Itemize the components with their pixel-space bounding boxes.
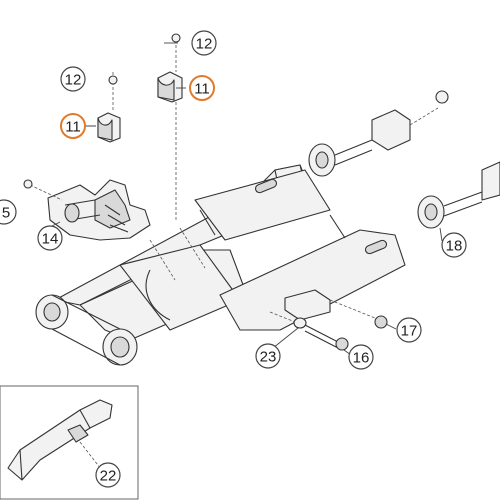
screw-icon — [171, 33, 181, 43]
nut-icon — [435, 90, 449, 104]
callout-circle — [441, 232, 467, 258]
callout-circle — [191, 30, 217, 56]
callout-label: 5 — [2, 205, 10, 222]
callout-label: 14 — [42, 231, 59, 248]
callout-12-upper: 12 — [191, 30, 217, 56]
bolt-head-icon — [335, 337, 349, 351]
callout-circle-highlight — [60, 113, 86, 139]
callout-circle — [37, 225, 63, 251]
callout-17: 17 — [396, 317, 422, 343]
cable-clip-right — [157, 33, 183, 220]
callout-18: 18 — [441, 232, 467, 258]
callout-23: 23 — [255, 343, 281, 369]
callout-5: 5 — [0, 199, 17, 225]
callout-circle — [60, 66, 86, 92]
callout-circle — [396, 317, 422, 343]
callout-12-left: 12 — [60, 66, 86, 92]
callout-label: 11 — [194, 81, 210, 98]
bolt-icon — [23, 179, 33, 189]
callout-circle-highlight — [189, 75, 215, 101]
callout-11-left: 11 — [60, 113, 86, 139]
cable-clip-left — [97, 72, 121, 143]
callout-label: 22 — [100, 468, 117, 485]
callout-16: 16 — [348, 344, 374, 370]
callout-label: 23 — [260, 349, 277, 366]
screw-icon — [108, 75, 118, 85]
callout-circle — [95, 462, 121, 488]
callout-14: 14 — [37, 225, 63, 251]
callout-label: 17 — [401, 323, 418, 340]
callout-11-upper: 11 — [189, 75, 215, 101]
detail-inset — [0, 385, 139, 500]
lower-bracket — [269, 289, 388, 351]
swingarm — [35, 164, 406, 366]
callout-circle — [0, 199, 17, 225]
callout-22: 22 — [95, 462, 121, 488]
chain-slider-part — [23, 179, 151, 241]
callout-label: 16 — [353, 350, 370, 367]
callout-label: 12 — [196, 36, 213, 53]
washer-icon — [293, 317, 307, 329]
callout-label: 12 — [65, 72, 82, 89]
chain-adjuster-lower — [417, 161, 500, 229]
callout-circle — [255, 343, 281, 369]
callout-label: 11 — [65, 119, 81, 136]
nut-icon — [374, 315, 388, 329]
callout-label: 18 — [446, 238, 463, 255]
callout-circle — [348, 344, 374, 370]
chain-adjuster-upper — [308, 90, 449, 177]
